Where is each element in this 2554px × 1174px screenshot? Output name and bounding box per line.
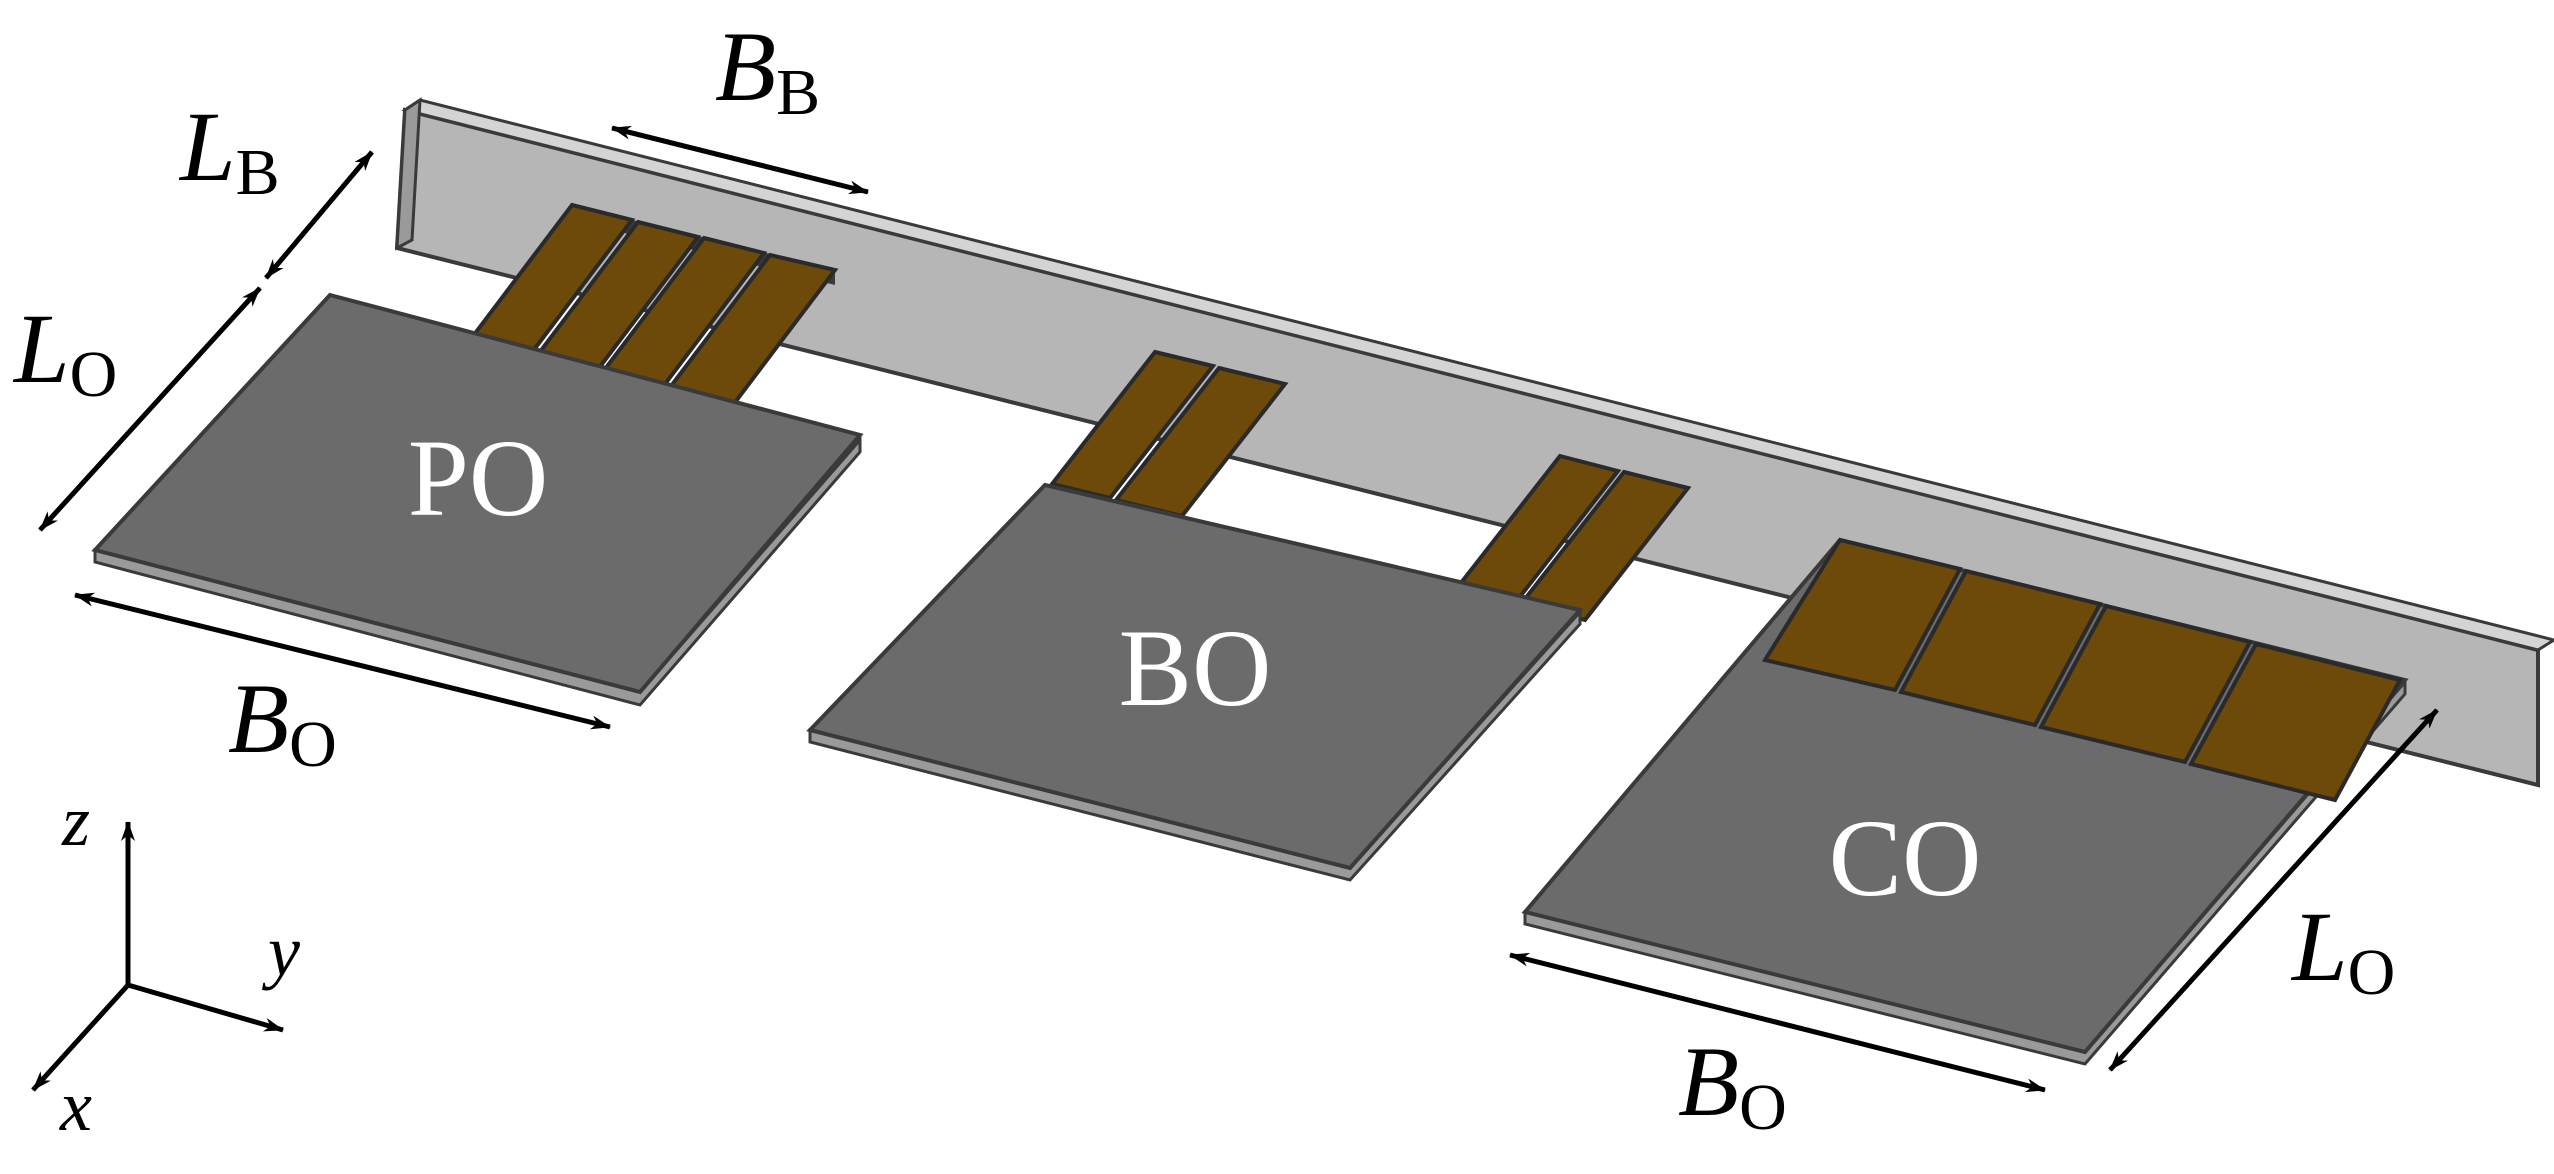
b-beam-label: BB — [715, 11, 820, 129]
x-axis-label: x — [59, 1066, 92, 1146]
l-plate-left-label: LO — [12, 293, 117, 411]
plate-bo-label: BO — [1119, 607, 1272, 729]
beam-side-edge — [395, 97, 422, 251]
l-plate-left-arrow — [38, 286, 262, 532]
b-plate-left-arrow — [74, 592, 611, 730]
y-axis-arrow — [127, 982, 284, 1033]
l-plate-right-label: LO — [2290, 891, 2395, 1009]
plate-bo — [806, 482, 1584, 882]
b-plate-right-arrow — [1509, 952, 2046, 1093]
po-connectors — [466, 202, 839, 408]
co-connector-strip — [1761, 537, 1963, 693]
z-axis-label: z — [61, 781, 90, 861]
l-beam-label: LB — [178, 91, 280, 209]
b-plate-left-label: BO — [228, 663, 337, 781]
coordinate-axes: z y x — [31, 781, 300, 1146]
plate-po-label: PO — [408, 417, 549, 539]
b-plate-right-label: BO — [1678, 1026, 1787, 1144]
bo-connector-strip — [1517, 469, 1692, 623]
l-beam-arrow — [264, 150, 374, 280]
b-beam-arrow — [611, 125, 869, 195]
bo-connector-strip — [1048, 349, 1217, 501]
plate-bo-top — [806, 482, 1584, 871]
co-connector-strip — [1898, 568, 2103, 728]
plate-co-label: CO — [1829, 797, 1982, 919]
x-axis-arrow — [31, 983, 130, 1092]
y-axis-label: y — [261, 911, 300, 991]
l-plate-right-arrow — [2108, 708, 2439, 1072]
